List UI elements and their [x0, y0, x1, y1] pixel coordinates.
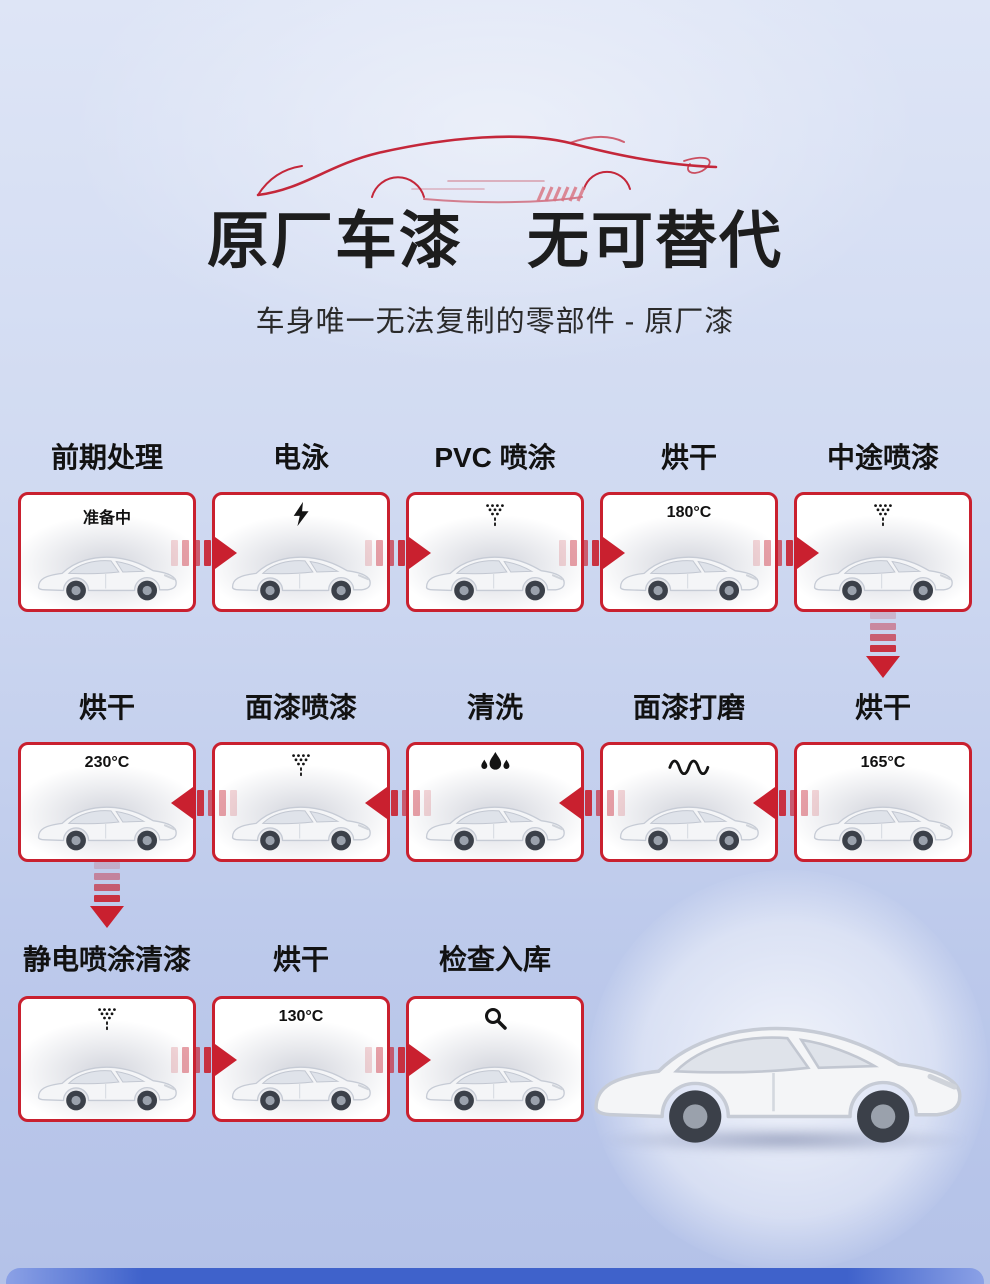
car-illustration [416, 791, 574, 857]
spray-icon [292, 754, 310, 777]
car-illustration [804, 541, 962, 607]
card-badge-icon [215, 501, 387, 527]
flow-arrow-down [89, 862, 125, 928]
card-washing [406, 742, 584, 862]
spray-icon [486, 504, 504, 527]
step-label: 静电喷涂清漆 [22, 944, 191, 975]
car-illustration [610, 791, 768, 857]
card-badge-icon [21, 1005, 193, 1031]
card-midcoat-spray [794, 492, 972, 612]
flow-arrow-left [171, 787, 237, 819]
step-label: 前期处理 [50, 442, 163, 473]
card-clearcoat-spray [18, 996, 196, 1122]
card-badge-icon [603, 751, 775, 775]
car-illustration [28, 1051, 186, 1117]
car-illustration [416, 1051, 574, 1117]
hero-car-shadow [598, 1126, 970, 1154]
hero-car-illustration [568, 986, 986, 1160]
car-illustration [222, 791, 380, 857]
flow-arrow-right [753, 537, 819, 569]
card-badge-text: 130°C [278, 1008, 324, 1025]
card-badge-icon [409, 1005, 581, 1031]
step-label: 检查入库 [438, 944, 551, 975]
flow-arrow-left [559, 787, 625, 819]
step-label: 烘干 [272, 944, 329, 975]
card-topcoat-sanding [600, 742, 778, 862]
water-drops-icon [480, 751, 510, 770]
card-badge-text: 230°C [84, 754, 130, 771]
flow-arrow-left [365, 787, 431, 819]
step-label: 中途喷漆 [826, 442, 939, 473]
card-badge-text: 准备中 [82, 510, 131, 527]
car-illustration [222, 541, 380, 607]
step-label: 烘干 [78, 692, 135, 723]
car-illustration [28, 541, 186, 607]
step-label: 清洗 [466, 692, 523, 723]
step-label: 烘干 [660, 442, 717, 473]
card-electrophoresis [212, 492, 390, 612]
car-illustration [804, 791, 962, 857]
car-illustration [610, 541, 768, 607]
card-pvc-spray [406, 492, 584, 612]
card-badge-icon [797, 501, 969, 527]
card-badge-icon [409, 751, 581, 777]
page-subtitle: 车身唯一无法复制的零部件 - 原厂漆 [255, 306, 735, 338]
spray-icon [874, 504, 892, 527]
flow-arrow-left [753, 787, 819, 819]
step-label: 面漆喷漆 [244, 692, 357, 723]
wave-sanding-icon [668, 759, 710, 775]
magnifier-icon [485, 1008, 507, 1030]
card-badge-text: 165°C [860, 754, 906, 771]
step-label: 电泳 [272, 442, 329, 473]
flow-arrow-right [365, 1044, 431, 1076]
flow-arrow-right [171, 1044, 237, 1076]
card-drying-230: 230°C [18, 742, 196, 862]
card-inspection-storage [406, 996, 584, 1122]
page-title: 原厂车漆 无可替代 [206, 207, 783, 276]
card-badge-icon [215, 751, 387, 777]
flow-arrow-down [865, 612, 901, 678]
flow-arrow-right [171, 537, 237, 569]
step-label: PVC 喷涂 [434, 442, 556, 473]
card-drying-180: 180°C [600, 492, 778, 612]
header-car-sketch [256, 135, 718, 204]
step-label: 面漆打磨 [632, 692, 745, 723]
next-section-edge [6, 1268, 984, 1284]
flow-arrow-right [559, 537, 625, 569]
card-badge-text: 180°C [666, 504, 712, 521]
flow-arrow-right [365, 537, 431, 569]
step-label: 烘干 [854, 692, 911, 723]
card-drying-130: 130°C [212, 996, 390, 1122]
card-pretreatment: 准备中 [18, 492, 196, 612]
car-illustration [222, 1051, 380, 1117]
card-badge-icon [409, 501, 581, 527]
car-illustration [416, 541, 574, 607]
lightning-icon [293, 501, 309, 527]
card-topcoat-spray [212, 742, 390, 862]
spray-icon [98, 1008, 116, 1031]
card-drying-165: 165°C [794, 742, 972, 862]
car-illustration [28, 791, 186, 857]
